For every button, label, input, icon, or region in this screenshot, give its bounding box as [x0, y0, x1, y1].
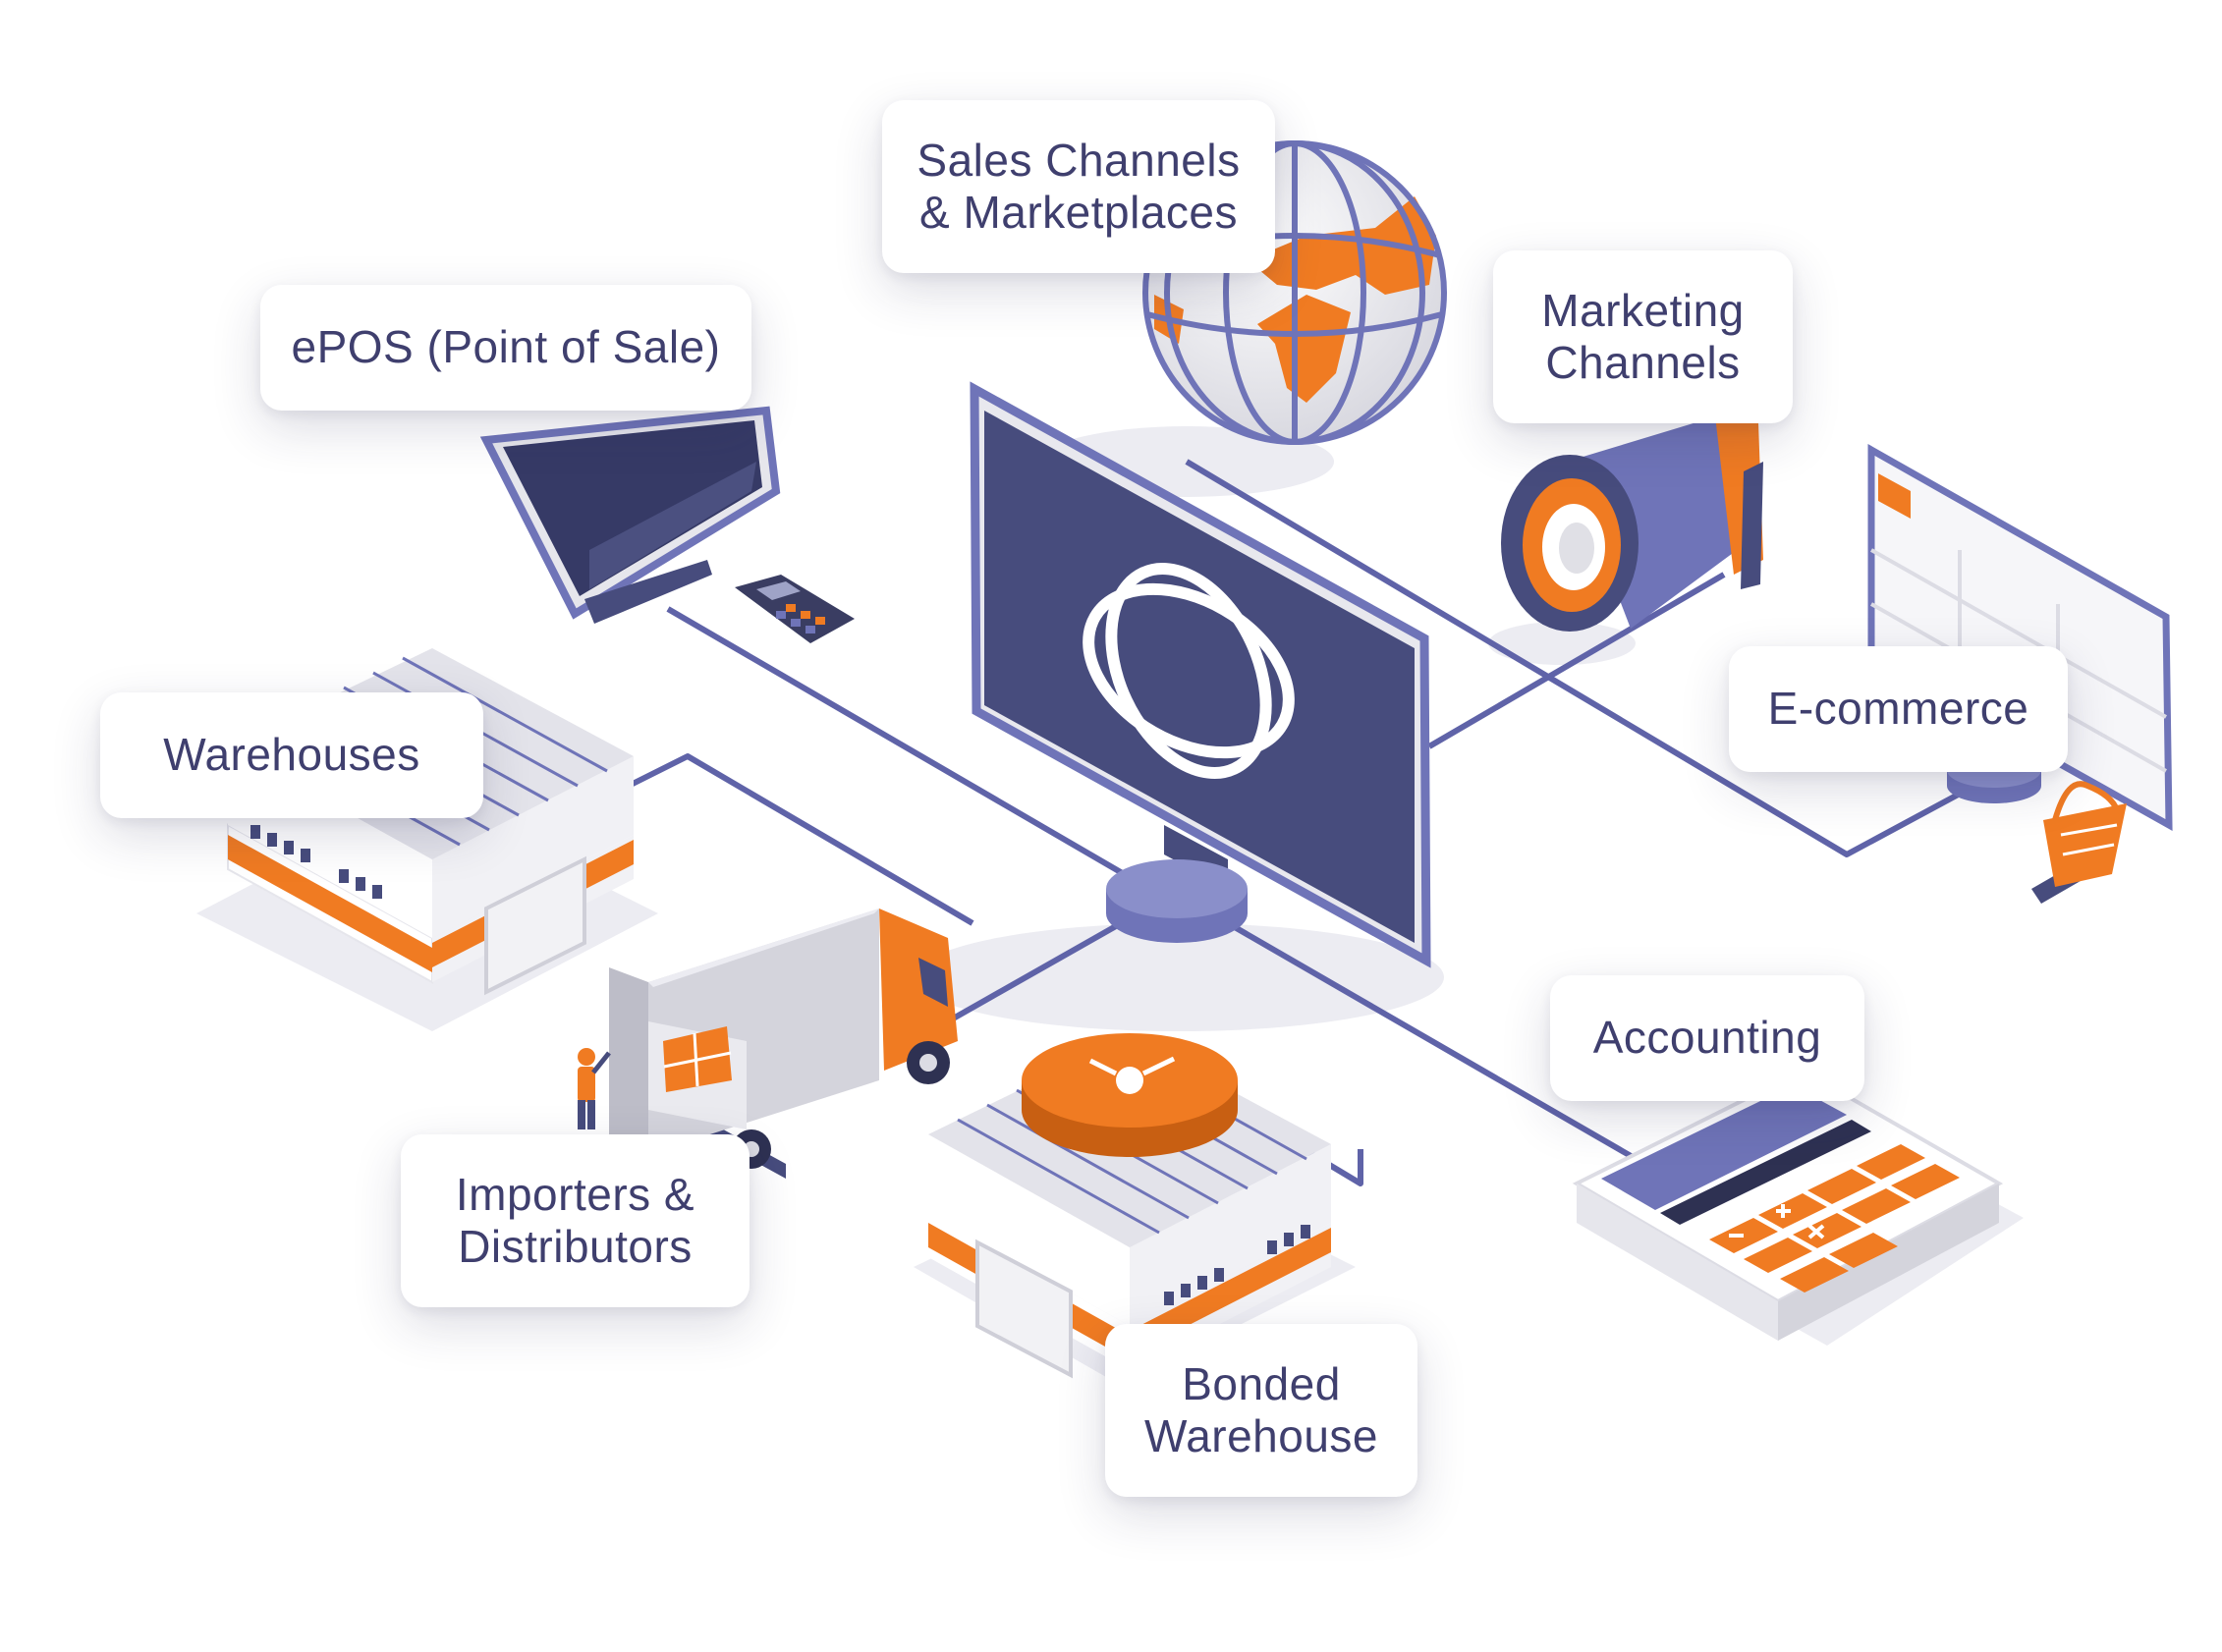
pos-terminal-icon: [479, 406, 855, 643]
sales-channels-label: Sales Channels& Marketplaces: [882, 100, 1275, 273]
warehouses-label: Warehouses: [100, 692, 483, 818]
calculator-icon: [1572, 1068, 2004, 1341]
accounting-label: Accounting: [1550, 975, 1864, 1101]
importers-distributors-label: Importers &Distributors: [401, 1134, 750, 1307]
orbit-logo-icon: [1083, 563, 1295, 779]
central-monitor: [970, 381, 1431, 968]
megaphone-icon: [1501, 408, 1763, 632]
epos-label: ePOS (Point of Sale): [260, 285, 751, 411]
connector-lines: [627, 459, 1976, 1186]
worker-icon: [578, 1048, 611, 1129]
truck-icon: [578, 909, 958, 1179]
bonded-seal-icon: [1022, 1033, 1238, 1157]
ecommerce-label: E-commerce: [1729, 646, 2068, 772]
